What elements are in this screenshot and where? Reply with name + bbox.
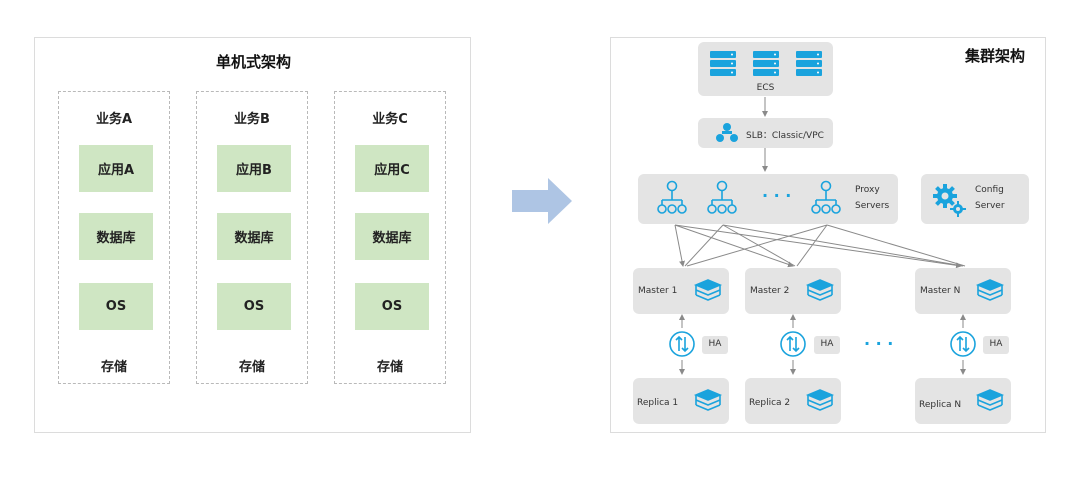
storage-label: 存储 — [376, 360, 403, 375]
database-box: 数据库 — [79, 213, 153, 260]
slb-box: SLB：Classic/VPC — [698, 118, 833, 148]
proxy-label-line2: Servers — [855, 201, 890, 211]
cluster-architecture-title: 集群架构 — [964, 47, 1025, 65]
business-column-a: 业务A 应用A 数据库 OS 存储 — [58, 91, 170, 384]
storage-label: 存储 — [100, 360, 127, 375]
database-box: 数据库 — [217, 213, 291, 260]
replica-node-box: Replica 1 — [633, 378, 729, 424]
ha-badge: HA — [702, 336, 728, 354]
database-box: 数据库 — [355, 213, 429, 260]
cluster-architecture-panel: 集群架构 — [610, 37, 1046, 433]
master-label: Master N — [920, 286, 961, 296]
business-label: 业务B — [234, 112, 270, 127]
standalone-architecture-panel: 单机式架构 业务A 应用A 数据库 OS 存储 业务B 应用B 数据库 OS 存… — [34, 37, 471, 433]
redis-stack-icon — [975, 279, 1005, 301]
os-box: OS — [355, 283, 429, 330]
master-node-box: Master 2 — [745, 268, 841, 314]
app-box: 应用B — [217, 145, 291, 192]
ha-label: HA — [708, 339, 722, 349]
ha-label: HA — [820, 339, 834, 349]
gear-icon — [933, 184, 966, 217]
replica-node-box: Replica 2 — [745, 378, 841, 424]
business-column-c: 业务C 应用C 数据库 OS 存储 — [334, 91, 446, 384]
sync-icon — [669, 331, 695, 357]
business-column-b: 业务B 应用B 数据库 OS 存储 — [196, 91, 308, 384]
redis-stack-icon — [975, 389, 1005, 411]
config-label-line1: Config — [975, 185, 1004, 195]
business-label: 业务A — [95, 112, 133, 127]
ecs-label: ECS — [756, 83, 775, 93]
redis-stack-icon — [805, 389, 835, 411]
redis-stack-icon — [693, 279, 723, 301]
proxy-ellipsis: · · · — [762, 186, 792, 205]
ha-badge: HA — [983, 336, 1009, 354]
proxy-node-icons — [657, 180, 841, 214]
os-box: OS — [217, 283, 291, 330]
connector-lines — [674, 97, 966, 375]
redis-stack-icon — [693, 389, 723, 411]
proxy-servers-box: · · · Proxy Servers — [638, 174, 898, 224]
config-server-box: Config Server — [921, 174, 1029, 224]
os-box: OS — [79, 283, 153, 330]
sync-icon — [950, 331, 976, 357]
proxy-label-line1: Proxy — [855, 185, 880, 195]
node-ellipsis: · · · — [864, 334, 894, 353]
ha-label: HA — [989, 339, 1003, 349]
config-label-line2: Server — [975, 201, 1005, 211]
load-balancer-icon — [716, 123, 738, 142]
master-label: Master 2 — [750, 286, 790, 296]
replica-label: Replica N — [919, 400, 962, 410]
master-label: Master 1 — [638, 286, 678, 296]
server-rack-icon — [710, 51, 822, 76]
transition-arrow-icon — [512, 178, 572, 224]
sync-icon — [780, 331, 806, 357]
redis-stack-icon — [805, 279, 835, 301]
master-node-box: Master N — [915, 268, 1011, 314]
replica-node-box: Replica N — [915, 378, 1011, 424]
replica-label: Replica 1 — [637, 398, 679, 408]
ecs-box: ECS — [698, 42, 833, 96]
storage-label: 存储 — [238, 360, 265, 375]
master-node-box: Master 1 — [633, 268, 729, 314]
replica-label: Replica 2 — [749, 398, 791, 408]
slb-label: SLB：Classic/VPC — [746, 131, 824, 141]
app-box: 应用C — [355, 145, 429, 192]
app-box: 应用A — [79, 145, 153, 192]
business-label: 业务C — [372, 112, 408, 127]
ha-badge: HA — [814, 336, 840, 354]
standalone-architecture-title: 单机式架构 — [215, 53, 291, 71]
